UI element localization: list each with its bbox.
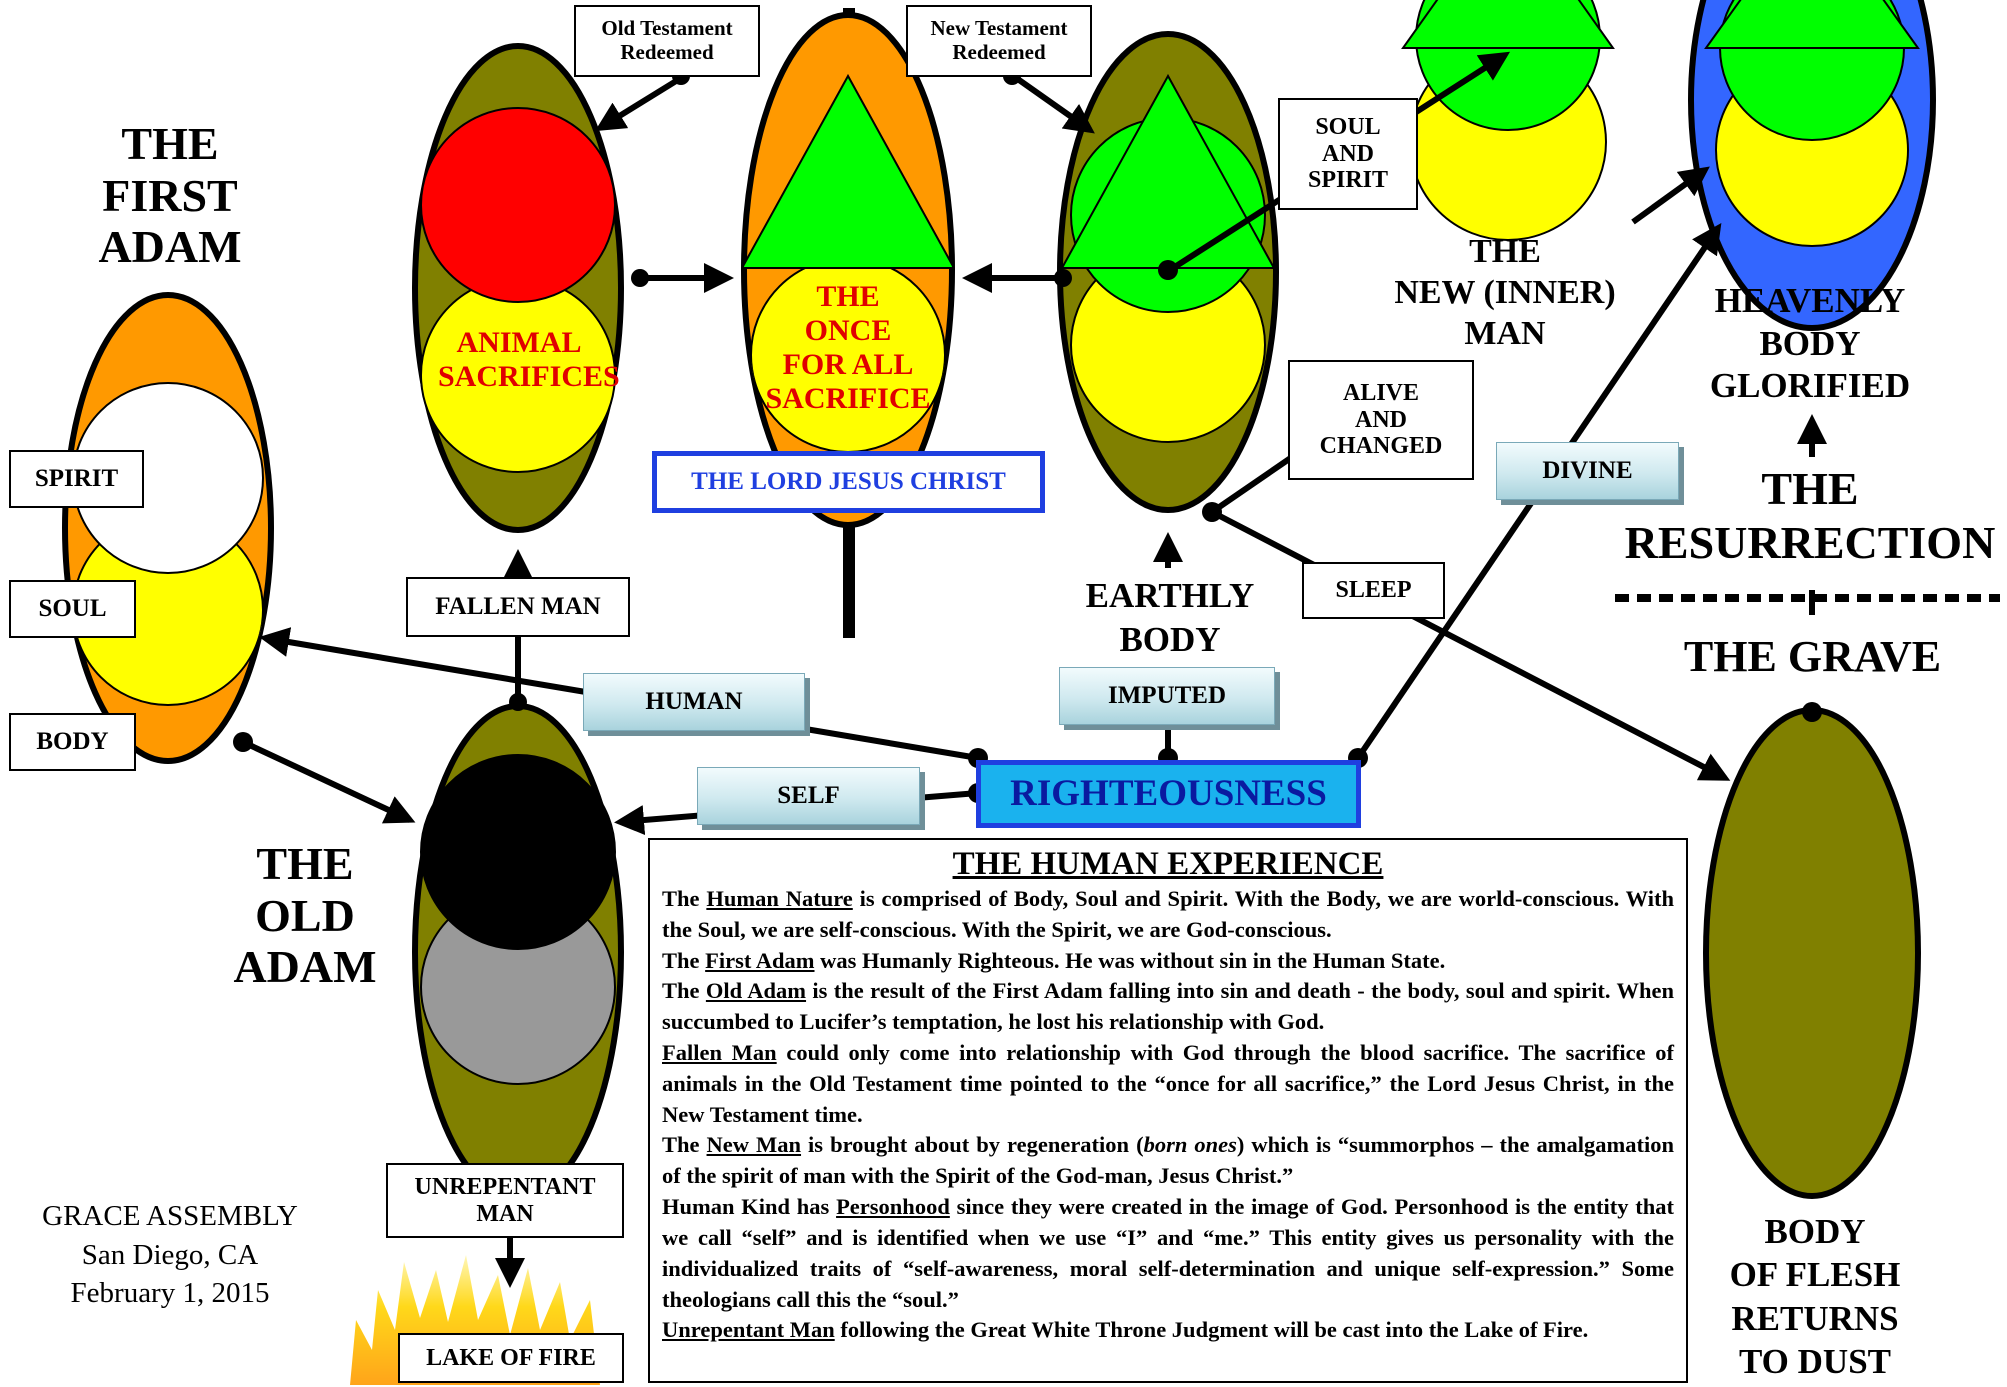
inner-man-figure: [1401, 0, 1615, 241]
lake-of-fire-box: LAKE OF FIRE: [398, 1333, 624, 1383]
arrow-to-heaven: [1631, 166, 1710, 225]
paragraph-old-adam: The Old Adam is the result of the First …: [662, 978, 1674, 1035]
lord-jesus-box: THE LORD JESUS CHRIST: [652, 451, 1045, 513]
paragraph-fallen-man: Fallen Man could only come into relation…: [662, 1040, 1674, 1127]
spirit-label: SPIRIT: [9, 450, 144, 508]
animal-sacrifices-ellipse: [412, 43, 624, 533]
arrow-first-to-old: [241, 739, 416, 824]
self-plate: SELF: [697, 767, 920, 825]
old-adam-ellipse: [412, 703, 624, 1201]
grave-title: THE GRAVE: [1683, 632, 1942, 681]
first-adam-ellipse: [62, 292, 274, 764]
nt-redeemed-ellipse: [1057, 31, 1279, 513]
divine-plate: DIVINE: [1496, 442, 1679, 500]
arrow-sleep-grave: [1210, 509, 1731, 781]
paragraph-new-man: The New Man is brought about by regenera…: [662, 1132, 1674, 1189]
arrow-ot-redeemed: [594, 75, 683, 132]
paragraph-unrepentant: Unrepentant Man following the Great Whit…: [662, 1317, 1589, 1343]
paragraph-personhood: Human Kind has Personhood since they wer…: [662, 1194, 1674, 1312]
human-experience-panel: THE HUMAN EXPERIENCE The Human Nature is…: [648, 838, 1688, 1383]
paragraph-human-nature: The Human Nature is comprised of Body, S…: [662, 885, 1674, 942]
imputed-plate: IMPUTED: [1059, 667, 1275, 725]
soul-label: SOUL: [9, 580, 136, 638]
human-experience-title: THE HUMAN EXPERIENCE: [952, 846, 1384, 882]
heavenly-body-ellipse: [1688, 0, 1936, 331]
body-label: BODY: [9, 713, 136, 771]
righteousness-box: RIGHTEOUSNESS: [976, 760, 1361, 828]
line-alive-changed: [1210, 452, 1297, 515]
human-plate: HUMAN: [583, 673, 805, 731]
arrow-nt-redeemed: [1010, 72, 1095, 134]
paragraph-first-adam: The First Adam was Humanly Righteous. He…: [662, 947, 1446, 973]
christ-ellipse: [741, 12, 955, 528]
dust-ellipse: [1703, 707, 1921, 1199]
fallen-man-box: FALLEN MAN: [406, 577, 630, 637]
sleep-box: SLEEP: [1302, 562, 1445, 619]
